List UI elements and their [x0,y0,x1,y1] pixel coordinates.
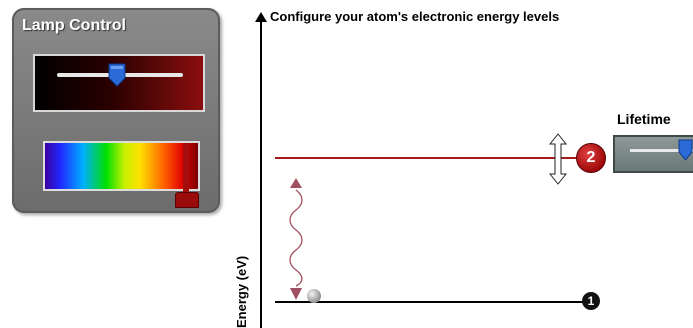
wavelength-spectrum-slider[interactable] [43,141,200,191]
lamp-control-title: Lamp Control [22,17,126,34]
energy-level-1-line [275,301,587,303]
wavelength-marker[interactable] [183,143,189,193]
energy-level-2-line[interactable] [275,157,577,159]
energy-axis-label: Energy (eV) [234,255,249,328]
lifetime-label: Lifetime [617,111,671,127]
slider-thumb-icon[interactable] [108,63,126,87]
photon-wave-icon [289,178,303,300]
energy-level-2-badge[interactable]: 2 [576,143,606,173]
energy-axis [260,20,262,328]
energy-level-1-badge: 1 [582,292,600,310]
energy-axis-arrow-icon [255,12,267,22]
diagram-title: Configure your atom's electronic energy … [270,9,560,24]
lifetime-slider-thumb-icon[interactable] [678,139,693,161]
lifetime-slider-track[interactable] [630,149,693,152]
drag-arrows-icon[interactable] [549,133,567,185]
electron-icon [307,289,321,303]
wavelength-handle[interactable] [175,192,199,208]
